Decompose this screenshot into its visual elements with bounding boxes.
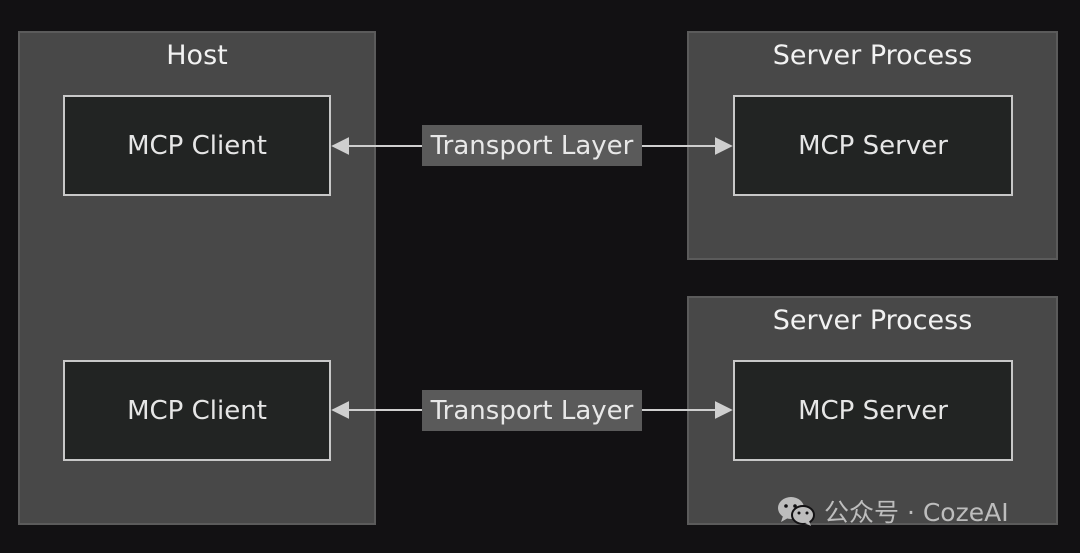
mcp-server-node-2: MCP Server [733, 360, 1013, 461]
edge-label-transport-2: Transport Layer [422, 390, 642, 431]
mcp-server-label-1: MCP Server [798, 130, 948, 161]
server-process-title-2: Server Process [772, 305, 973, 336]
edge-label-transport-1: Transport Layer [422, 125, 642, 166]
watermark-text: 公众号 · CozeAI [824, 498, 1009, 527]
mcp-client-node-2: MCP Client [63, 360, 331, 461]
wechat-icon [778, 497, 815, 526]
server-process-title-1: Server Process [772, 40, 973, 71]
mcp-client-label-2: MCP Client [127, 395, 267, 426]
mcp-client-label-1: MCP Client [127, 130, 267, 161]
mcp-client-node-1: MCP Client [63, 95, 331, 196]
watermark: 公众号 · CozeAI [776, 493, 1009, 529]
mcp-server-label-2: MCP Server [798, 395, 948, 426]
host-title: Host [166, 40, 228, 71]
mcp-server-node-1: MCP Server [733, 95, 1013, 196]
